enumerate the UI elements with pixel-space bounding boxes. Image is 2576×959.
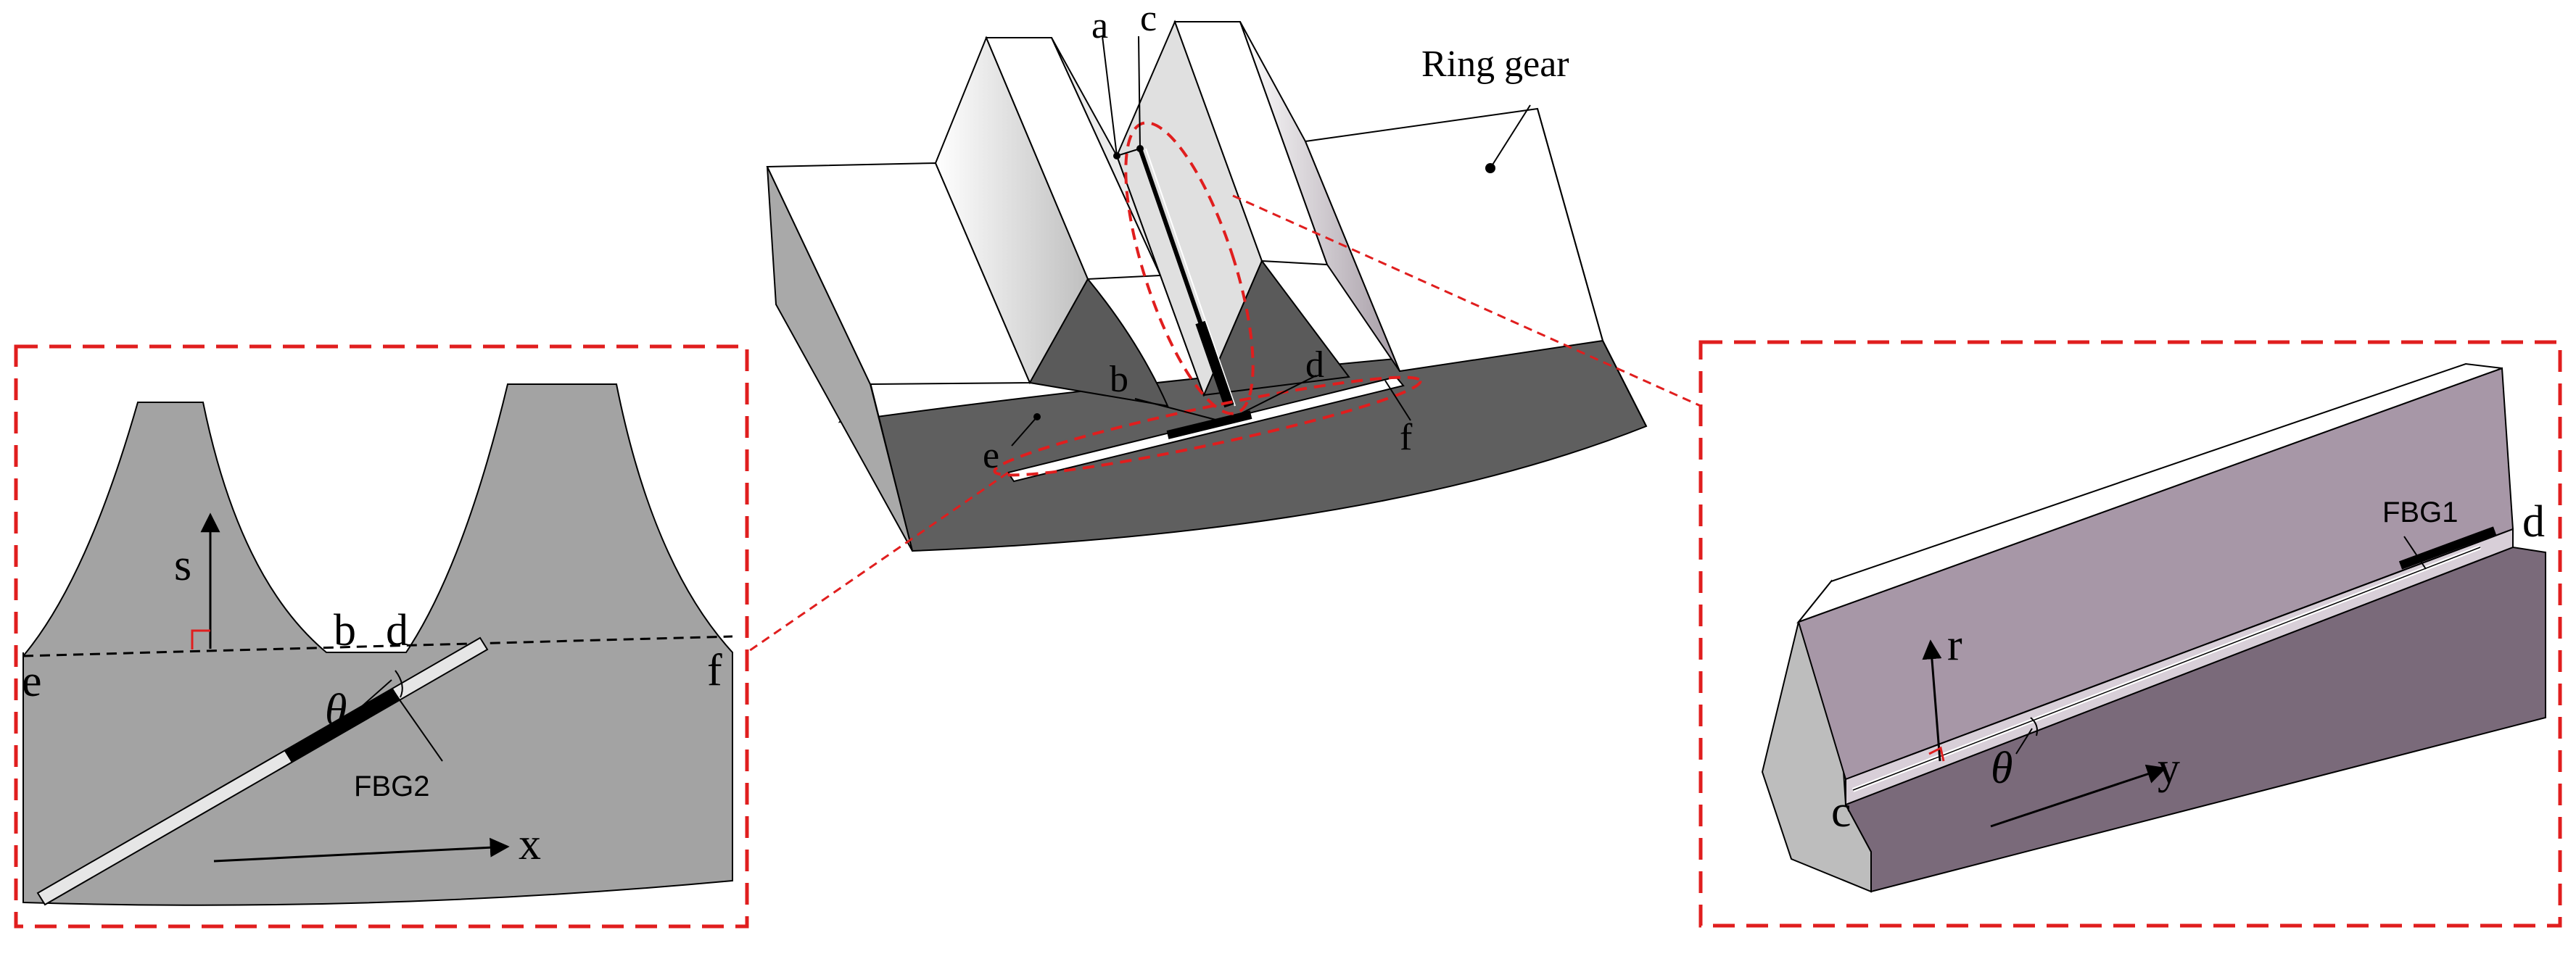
axis-y-label: y [2158, 744, 2180, 793]
point-b-label: b [1110, 359, 1128, 400]
right-point-c-label: c [1831, 787, 1852, 836]
axis-s-label: s [174, 541, 191, 590]
left-point-e-label: e [22, 657, 42, 706]
tooth-gap-2-root [1202, 260, 1350, 397]
point-a-dot [1113, 152, 1120, 159]
fbg2-leader [395, 693, 443, 762]
fbg1-leader [2403, 536, 2427, 570]
point-f-label: f [1400, 417, 1413, 458]
theta-arc-left [395, 670, 403, 698]
ring-gear-right-top [1304, 107, 1604, 373]
left-detail-panel: s b d e f θ FBG2 x [14, 344, 749, 929]
tooth-gap-root [1028, 278, 1169, 407]
flank-highlight-ellipse [1124, 121, 1255, 415]
left-point-b-label: b [334, 606, 356, 655]
leader-f [1384, 380, 1411, 421]
fbg1-fiber-outline [1852, 547, 2481, 791]
right-point-d-label: d [2522, 497, 2545, 547]
root-fbg-grating [1166, 410, 1252, 439]
theta-leader-left [340, 679, 392, 726]
r-axis-arrow [1922, 639, 1942, 762]
right-detail-frame [1698, 340, 2562, 928]
point-c-label: c [1140, 0, 1157, 39]
theta-arc-right [2030, 717, 2038, 736]
connector-left [746, 471, 1009, 654]
fbg1-label: FBG1 [2382, 497, 2458, 528]
root-highlight-ellipse [993, 375, 1422, 477]
tooth-segment-top-face [1796, 362, 2503, 624]
left-detail-frame [14, 344, 749, 929]
connector-right [1232, 194, 1701, 407]
x-axis-arrow [213, 837, 510, 863]
axis-x-label: x [519, 820, 541, 869]
ring-gear-label: Ring gear [1421, 43, 1569, 85]
fbg2-label: FBG2 [354, 771, 429, 802]
flank-groove-fiber-inner [1145, 148, 1236, 407]
left-point-d-label: d [386, 606, 408, 655]
ring-gear-3d-model: a c b d e f Ring gear [766, 0, 1648, 552]
point-e-label: e [983, 435, 999, 476]
fbg2-fiber [36, 636, 489, 906]
flank-fbg-grating [1195, 320, 1234, 408]
point-e-dot [1033, 413, 1041, 420]
leader-a [1102, 36, 1118, 157]
theta-leader-right [2015, 728, 2033, 755]
left-theta-label: θ [325, 686, 347, 735]
leader-c [1138, 36, 1141, 149]
ring-gear-leader [1490, 104, 1531, 169]
point-c-dot [1136, 145, 1144, 152]
left-point-f-label: f [707, 646, 722, 695]
leader-b [1134, 398, 1219, 421]
point-a-label: a [1091, 5, 1108, 46]
right-angle-marker-left [191, 629, 210, 649]
leader-e [1011, 416, 1038, 447]
ring-gear-right-end [1537, 108, 1647, 427]
fbg1-grating [2398, 526, 2497, 570]
right-detail-panel: r c d θ FBG1 y [1698, 340, 2562, 928]
point-d-label: d [1305, 344, 1324, 386]
left-gear-profile [22, 383, 733, 906]
axis-r-label: r [1947, 620, 1962, 670]
root-line-ef [22, 635, 733, 657]
right-theta-label: θ [1991, 744, 2012, 793]
right-angle-marker-right [1928, 746, 1945, 762]
y-axis-arrow [1990, 764, 2167, 828]
leader-d [1241, 375, 1317, 414]
leader-ac [1116, 148, 1141, 157]
